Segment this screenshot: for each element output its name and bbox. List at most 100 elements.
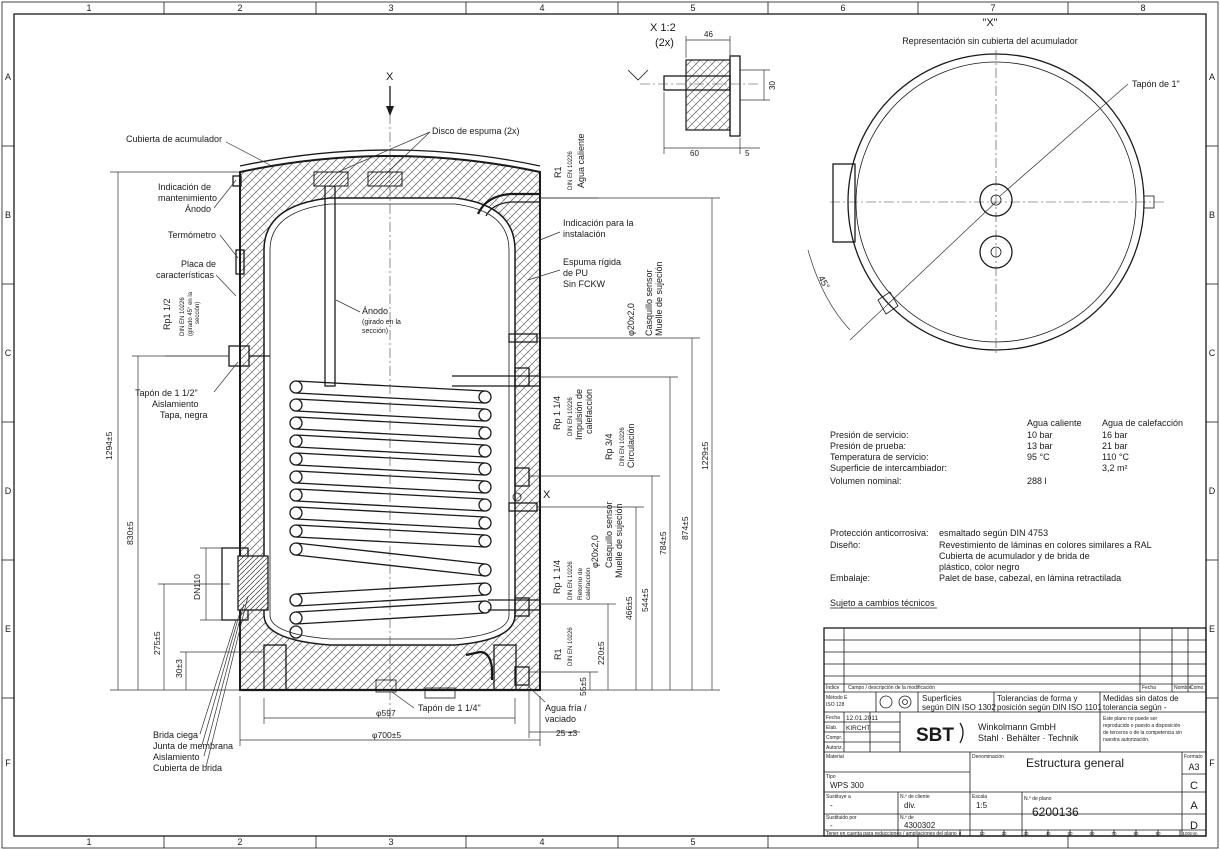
- tb-footer-note: Tener en cuenta para reducciones / ampli…: [826, 831, 957, 837]
- notes-block: Protección anticorrosiva: esmaltado segú…: [830, 528, 1152, 609]
- label-rp-din: DIN EN 10226: [180, 297, 186, 336]
- grid-col-3-bottom: 3: [388, 837, 393, 847]
- detail-subtitle: (2x): [655, 37, 674, 49]
- tb-num-label: N.º de: [900, 815, 914, 821]
- spec-row-4-heat: 3,2 m²: [1102, 463, 1128, 473]
- label-sensor-1: Casquillo sensor: [644, 269, 654, 336]
- grid-row-f-right: F: [1209, 758, 1215, 768]
- section-marker: X: [386, 71, 394, 116]
- top-view: "X" Representación sin cubierta del acum…: [807, 17, 1180, 356]
- tb-surfaces-1: Superficies: [922, 694, 962, 703]
- title-block: Índice Campo / descripción de la modific…: [823, 627, 1207, 837]
- dim-55: 55±5: [578, 677, 588, 696]
- label-foam-2: de PU: [563, 268, 588, 278]
- label-sensor-dim-2: φ20x2,0: [590, 535, 600, 568]
- tb-method-1: Método E: [826, 695, 848, 701]
- grid-col-5-bottom: 5: [690, 837, 695, 847]
- dim-1229: 1229±5: [700, 441, 710, 470]
- note-changes: Sujeto a cambios técnicos: [830, 598, 935, 608]
- tb-col-field: Campo / descripción de la modificación: [848, 685, 935, 691]
- label-rp114-bot: Rp 1 1/4: [552, 560, 562, 594]
- tb-letter-a: A: [1190, 800, 1198, 812]
- label-thermometer: Termómetro: [168, 230, 216, 240]
- spec-row-4-label: Superficie de intercambiador:: [830, 463, 947, 473]
- label-rp-note-1: (girado 45° en la: [188, 291, 194, 336]
- dim-544: 544±5: [640, 588, 650, 612]
- label-x-mark: X: [543, 489, 551, 501]
- grid-row-c-right: C: [1209, 348, 1216, 358]
- spec-row-3-label: Temperatura de servicio:: [830, 452, 929, 462]
- tb-legal-3: de terceros o de la competencia sin: [1103, 730, 1182, 736]
- tb-replaced-label: Sustituido por: [826, 815, 857, 821]
- label-din-cold: DIN EN 10226: [568, 627, 574, 666]
- grid-row-a: A: [5, 72, 11, 82]
- grid-row-e: E: [5, 624, 11, 634]
- dim-25: 25 ±3: [556, 728, 577, 738]
- label-supply-2: calefacción: [584, 389, 594, 434]
- right-annotations: R1 DIN EN 10226 Agua caliente Indicación…: [512, 133, 666, 724]
- tank-section-view: [221, 96, 541, 720]
- tb-format-value: A3: [1188, 762, 1199, 772]
- label-foam-3: Sin FCKW: [563, 279, 606, 289]
- projection-icon: [879, 695, 893, 709]
- tb-type-value: WPS 300: [830, 781, 864, 790]
- logo-bracket-icon: [959, 722, 964, 744]
- tb-company-2: Stahl · Behälter · Technik: [978, 733, 1079, 743]
- label-rp-main: Rp1 1/2: [162, 298, 172, 330]
- grid-col-4-bottom: 4: [539, 837, 544, 847]
- label-return-2: calefacción: [585, 567, 592, 600]
- tb-format-label: Formato: [1184, 754, 1203, 760]
- tb-row-elab: Elab.: [826, 725, 837, 731]
- grid-col-5: 5: [690, 3, 695, 13]
- top-view-plug-label: Tapón de 1": [1132, 79, 1180, 89]
- label-foam-1: Espuma rígida: [563, 257, 621, 267]
- label-install-2: instalación: [563, 229, 606, 239]
- label-plate-2: características: [156, 270, 215, 280]
- note-design-3: plástico, color negro: [939, 562, 1020, 572]
- scale-tick-50: 50: [1067, 831, 1073, 836]
- scale-tick-30: 30: [1023, 831, 1029, 836]
- section-marker-label: X: [386, 71, 394, 83]
- dim-597: φ597: [376, 708, 396, 718]
- detail-dim-5: 5: [745, 149, 750, 158]
- tb-col-index: Índice: [826, 684, 840, 691]
- dim-220: 220±5: [596, 641, 606, 665]
- tb-tol-2: posición según DIN ISO 1101: [997, 703, 1102, 712]
- tb-scale-label: Escala: [972, 794, 987, 800]
- grid-row-d: D: [5, 486, 12, 496]
- spec-row-3-hot: 95 °C: [1027, 452, 1050, 462]
- tb-surfaces-2: según DIN ISO 1302: [922, 703, 996, 712]
- label-maint-1: Indicación de: [158, 182, 211, 192]
- tb-name-value: KIRCHT: [846, 725, 870, 732]
- spec-col-hot: Agua caliente: [1027, 418, 1082, 428]
- tb-tol-1: Tolerancias de forma y: [997, 694, 1077, 703]
- company-logo: SBT: [916, 725, 954, 746]
- grid-col-3: 3: [388, 3, 393, 13]
- label-foam-disc: Disco de espuma (2x): [432, 126, 520, 136]
- grid-row-d-right: D: [1209, 486, 1216, 496]
- scale-tick-0: 0: [959, 831, 962, 836]
- left-annotations: Cubierta de acumulador Indicación de man…: [126, 134, 271, 773]
- scale-tick-80: 80: [1133, 831, 1139, 836]
- spec-row-2-heat: 21 bar: [1102, 441, 1128, 451]
- detail-title: X 1:2: [650, 22, 676, 34]
- dim-466: 466±5: [624, 596, 634, 620]
- note-corrosion-value: esmaltado según DIN 4753: [939, 528, 1048, 538]
- tb-date-value: 12.01.2011: [846, 715, 878, 722]
- spec-row-5-hot: 288 l: [1027, 476, 1047, 486]
- label-r1-top: R1: [553, 166, 563, 178]
- dim-275: 275±5: [152, 631, 162, 655]
- tb-material: Material: [826, 754, 844, 760]
- note-pack-label: Embalaje:: [830, 573, 870, 583]
- scale-tick-20: 20: [1001, 831, 1007, 836]
- tb-letter-c: C: [1190, 780, 1198, 792]
- label-anode-2: (girado en la: [362, 319, 401, 326]
- tb-plan-value: 6200136: [1032, 805, 1079, 819]
- label-anode-3: sección): [362, 328, 388, 335]
- dimension-lines: 1294±5 830±5 275±5 30±3 DN110 1229±5 874…: [104, 171, 720, 746]
- label-anode-1: Ánodo: [362, 306, 388, 316]
- detail-x-view: X 1:2 (2x) 46 30 60 5: [627, 22, 777, 158]
- tb-legal-2: reproducido o puesto a disposición: [1103, 723, 1180, 729]
- scale-tick-100: 100mm: [1182, 831, 1197, 836]
